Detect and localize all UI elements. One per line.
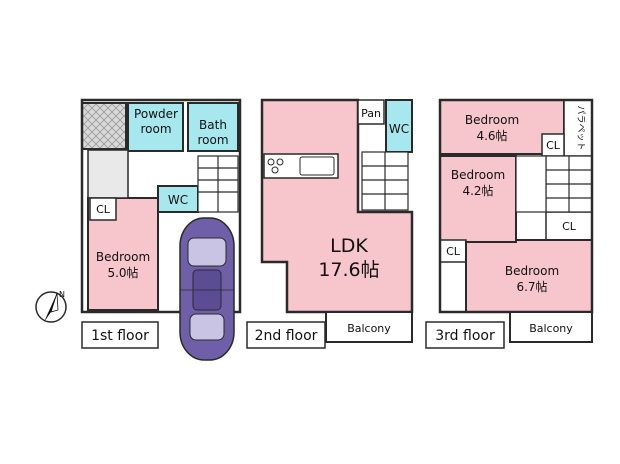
third-bedroom-c-size: 6.7帖 [516, 279, 547, 294]
third-bedroom-a-label: Bedroom [465, 113, 519, 127]
first-hall [87, 149, 129, 199]
pantry [357, 99, 385, 125]
first-closet [89, 197, 117, 221]
first-wc-label: WC [168, 193, 188, 207]
entrance-tiles [81, 102, 127, 150]
first-bedroom-label: Bedroom [96, 250, 150, 264]
powder-room-label: Powder [134, 107, 178, 121]
second-wc [385, 99, 413, 153]
compass-icon: N [35, 290, 67, 323]
second-balcony [325, 311, 413, 343]
first-stairs [197, 155, 239, 213]
first-floor-label-box [81, 321, 159, 349]
third-balcony-label: Balcony [529, 322, 573, 335]
third-balcony [509, 311, 593, 343]
third-floor-plan: Bedroom 4.6帖 Bedroom 4.2帖 Bedroom 6.7帖 C… [438, 98, 594, 343]
third-hall [515, 155, 547, 213]
first-bedroom-size: 5.0帖 [107, 265, 138, 280]
second-floor-plan: Pan WC LDK 17.6帖 Balcony [260, 98, 414, 343]
ldk-label: LDK [330, 235, 368, 257]
kitchen-counter [263, 153, 339, 179]
third-bedroom-b-size: 4.2帖 [462, 183, 493, 198]
second-floor-label: 2nd floor [255, 328, 318, 344]
first-closet-label: CL [96, 203, 111, 216]
first-floor-plan: Powder room Bath room WC CL Bedroom 5.0帖 [80, 98, 242, 361]
third-closet-c-label: CL [562, 220, 577, 233]
third-bedroom-b-label: Bedroom [451, 168, 505, 182]
first-outer-wall [80, 98, 242, 314]
floor-labels: 1st floor 2nd floor 3rd floor [81, 321, 505, 349]
first-floor-label: 1st floor [91, 328, 149, 344]
compass-north-label: N [59, 290, 65, 299]
powder-room-label-2: room [140, 122, 171, 136]
parapet-label: パラペット [575, 105, 586, 150]
third-floor-label: 3rd floor [435, 328, 495, 344]
ldk-size: 17.6帖 [318, 259, 379, 281]
car-icon [179, 217, 235, 361]
third-closet-b-label: CL [446, 245, 461, 258]
second-floor-label-box [246, 321, 326, 349]
third-closet-a-label: CL [546, 139, 561, 152]
second-balcony-label: Balcony [347, 322, 391, 335]
bath-room-label: Bath [199, 118, 227, 132]
bath-room-label-2: room [197, 133, 228, 147]
third-bedroom-b [439, 155, 517, 243]
second-wc-label: WC [389, 122, 409, 136]
pantry-label: Pan [361, 107, 381, 120]
bath-room [187, 102, 239, 152]
third-bedroom-a-size: 4.6帖 [476, 128, 507, 143]
third-stairs [545, 155, 593, 213]
powder-room [127, 102, 184, 152]
third-floor-label-box [425, 321, 505, 349]
third-bedroom-c-label: Bedroom [505, 264, 559, 278]
second-stairs [361, 151, 409, 211]
